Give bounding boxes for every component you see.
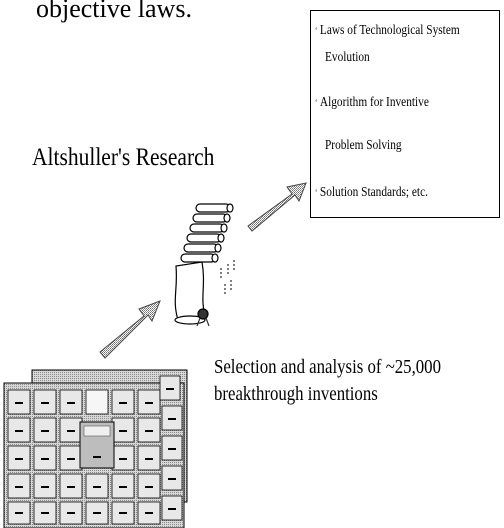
bullet-icon: ◦	[315, 24, 318, 33]
result-item-algorithm: ◦Algorithm for Inventive	[315, 91, 429, 112]
patent-archive-cabinet-icon	[3, 369, 188, 528]
bullet-icon: ◦	[315, 186, 318, 195]
result-item-laws: ◦Laws of Technological System	[315, 19, 460, 40]
heading-fragment: objective laws.	[36, 0, 192, 23]
result-line: Laws of Technological System	[319, 22, 460, 37]
bullet-icon: ◦	[315, 96, 318, 105]
scrolls-stack-icon	[174, 203, 235, 327]
result-item-standards: ◦Solution Standards; etc.	[315, 181, 428, 202]
arrow-up-right-icon	[99, 300, 161, 359]
result-line-cont: Problem Solving	[325, 137, 402, 152]
results-box: ◦Laws of Technological System Evolution …	[310, 10, 500, 218]
result-line: Solution Standards; etc.	[319, 184, 428, 199]
caption: Selection and analysis of ~25,000 breakt…	[214, 354, 441, 408]
arrow-up-right-icon	[247, 182, 307, 232]
result-line: Algorithm for Inventive	[319, 94, 429, 109]
result-line-cont: Evolution	[325, 49, 370, 64]
caption-line-2: breakthrough inventions	[214, 383, 378, 405]
caption-line-1: Selection and analysis of ~25,000	[214, 356, 441, 378]
research-title: Altshuller's Research	[32, 144, 215, 171]
